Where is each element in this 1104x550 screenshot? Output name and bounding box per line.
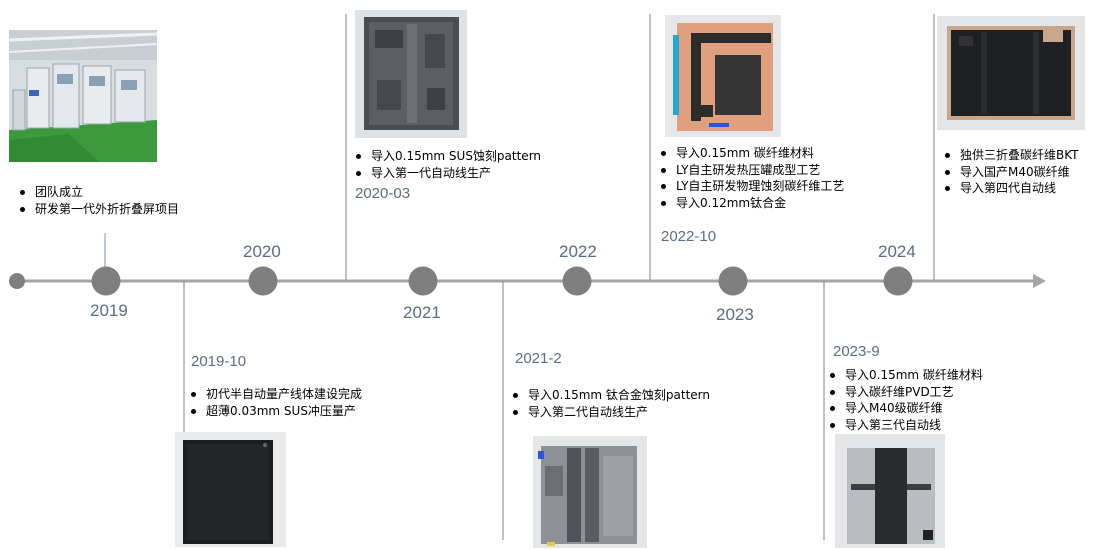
event-list-2019-10: 初代半自动量产线体建设完成 超薄0.03mm SUS冲压量产 xyxy=(187,386,362,419)
year-label-2024: 2024 xyxy=(878,242,916,261)
dot-2019 xyxy=(91,266,121,296)
list-item: 初代半自动量产线体建设完成 xyxy=(187,386,362,403)
list-item: 团队成立 xyxy=(16,184,179,201)
event-list-2021-2: 导入0.15mm 钛合金蚀刻pattern 导入第二代自动线生产 xyxy=(509,387,710,420)
year-label-2023: 2023 xyxy=(716,305,754,324)
event-list-2020-03: 导入0.15mm SUS蚀刻pattern 导入第一代自动线生产 xyxy=(352,148,541,181)
list-item: 独供三折叠碳纤维BKT xyxy=(941,147,1079,164)
dot-2020 xyxy=(248,266,278,296)
list-item: 导入碳纤维PVD工艺 xyxy=(826,384,983,401)
list-item: 导入0.15mm SUS蚀刻pattern xyxy=(352,148,541,165)
list-item: 导入0.15mm 钛合金蚀刻pattern xyxy=(509,387,710,404)
dot-2023 xyxy=(718,266,748,296)
sus-plate-photo xyxy=(175,432,286,547)
trifold-carbon-bkt-photo xyxy=(937,16,1085,130)
titanium-etched-photo xyxy=(533,436,647,548)
axis-start-dot xyxy=(9,273,25,289)
year-label-2021: 2021 xyxy=(403,303,441,322)
carbon-fiber-copper-photo xyxy=(665,15,781,137)
dot-2021 xyxy=(408,266,438,296)
list-item: 导入第一代自动线生产 xyxy=(352,165,541,182)
list-item: 导入第二代自动线生产 xyxy=(509,404,710,421)
year-label-2022: 2022 xyxy=(559,242,597,261)
dot-2024 xyxy=(883,266,913,296)
date-label-2021-2: 2021-2 xyxy=(515,350,562,367)
date-label-2020-03: 2020-03 xyxy=(355,185,411,202)
list-item: 导入0.15mm 碳纤维材料 xyxy=(657,145,844,162)
list-item: 研发第一代外折折叠屏项目 xyxy=(16,201,179,218)
event-list-2023-9: 导入0.15mm 碳纤维材料 导入碳纤维PVD工艺 导入M40级碳纤维 导入第三… xyxy=(826,367,983,433)
event-list-2022-10: 导入0.15mm 碳纤维材料 LY自主研发热压罐成型工艺 LY自主研发物理蚀刻碳… xyxy=(657,145,844,211)
list-item: LY自主研发热压罐成型工艺 xyxy=(657,162,844,179)
list-item: 超薄0.03mm SUS冲压量产 xyxy=(187,403,362,420)
list-item: LY自主研发物理蚀刻碳纤维工艺 xyxy=(657,178,844,195)
sus-etched-pattern-photo xyxy=(355,10,467,138)
event-list-2024: 独供三折叠碳纤维BKT 导入国产M40碳纤维 导入第四代自动线 xyxy=(941,147,1079,197)
date-label-2022-10: 2022-10 xyxy=(661,228,717,245)
factory-line-photo xyxy=(9,30,157,162)
list-item: 导入0.12mm钛合金 xyxy=(657,195,844,212)
list-item: 导入国产M40碳纤维 xyxy=(941,164,1079,181)
list-item: 导入M40级碳纤维 xyxy=(826,400,983,417)
event-list-2019: 团队成立 研发第一代外折折叠屏项目 xyxy=(16,184,179,217)
date-label-2023-9: 2023-9 xyxy=(833,343,880,360)
year-label-2019: 2019 xyxy=(90,301,128,320)
date-label-2019-10: 2019-10 xyxy=(191,353,247,370)
list-item: 导入第三代自动线 xyxy=(826,417,983,434)
list-item: 导入0.15mm 碳纤维材料 xyxy=(826,367,983,384)
dot-2022 xyxy=(562,266,592,296)
list-item: 导入第四代自动线 xyxy=(941,180,1079,197)
m40-carbon-part-photo xyxy=(835,434,945,548)
axis-arrow xyxy=(1033,274,1046,288)
year-label-2020: 2020 xyxy=(243,242,281,261)
